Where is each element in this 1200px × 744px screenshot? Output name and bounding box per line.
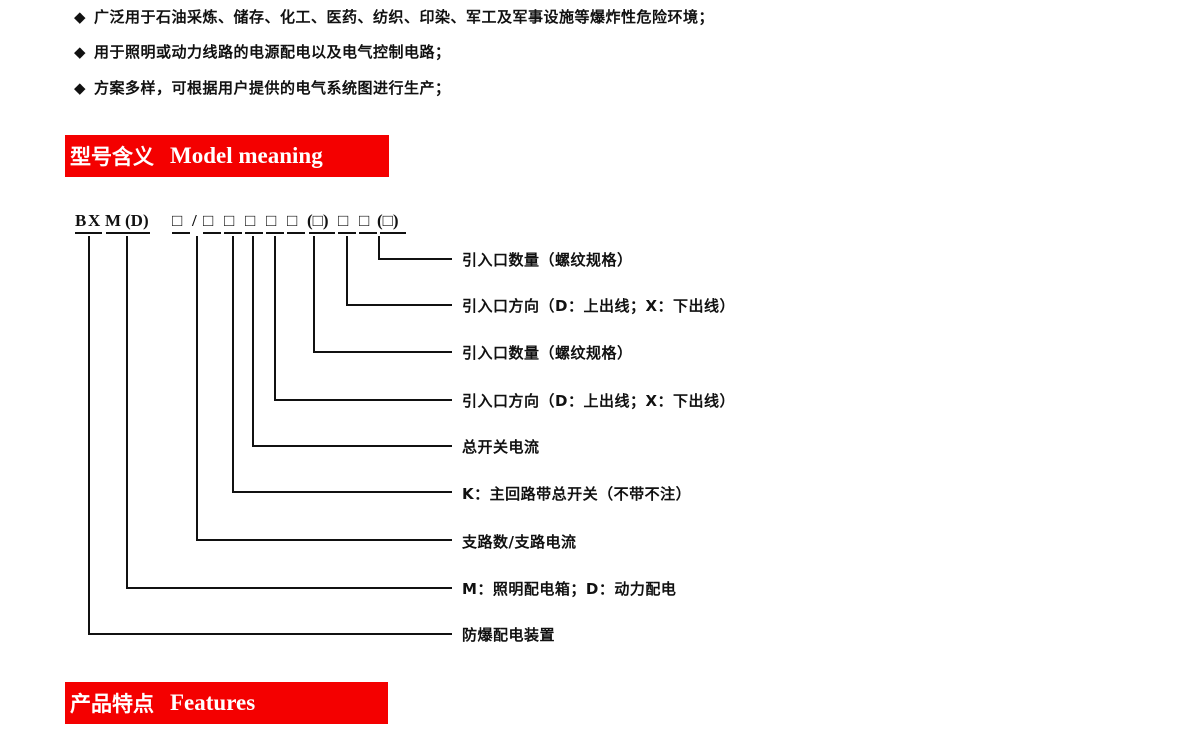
features-title-en: Features [170, 690, 256, 715]
bullet-item-2: ◆用于照明或动力线路的电源配电以及电气控制电路； [74, 43, 451, 61]
diamond-bullet-icon: ◆ [74, 8, 87, 26]
code-m: M [105, 211, 122, 230]
code-box-direction-2b: □ [359, 211, 370, 230]
label-inlet-quantity-1: 引入口数量（螺纹规格） [462, 344, 633, 362]
code-box-direction-1b: □ [287, 211, 298, 230]
label-main-switch-current: 总开关电流 [462, 438, 540, 456]
code-box-direction-2: □ [338, 211, 349, 230]
code-d: (D) [125, 211, 149, 230]
features-banner: 产品特点 Features [65, 682, 388, 724]
bullet-item-3: ◆方案多样，可根据用户提供的电气系统图进行生产； [74, 79, 451, 97]
model-meaning-title-en: Model meaning [170, 143, 323, 168]
label-main-switch: K：主回路带总开关（不带不注） [462, 485, 692, 503]
code-box-main-current: □ [245, 211, 256, 230]
code-paren-box-1: (□) [307, 211, 329, 230]
code-box-direction-1: □ [266, 211, 277, 230]
label-inlet-direction-1: 引入口方向（D：上出线；X：下出线） [462, 392, 736, 410]
code-b: B [75, 211, 87, 230]
code-box-k: □ [224, 211, 235, 230]
features-title-cn: 产品特点 [70, 692, 154, 716]
code-box-current: □ [203, 211, 214, 230]
label-explosion-proof: 防爆配电装置 [462, 626, 556, 644]
label-inlet-quantity-2: 引入口数量（螺纹规格） [462, 251, 633, 269]
code-slash: / [192, 211, 197, 230]
model-meaning-title-cn: 型号含义 [70, 145, 154, 169]
code-x: X [88, 211, 101, 230]
label-branch-count: 支路数/支路电流 [462, 533, 577, 551]
bullet-item-1: ◆广泛用于石油采炼、储存、化工、医药、纺织、印染、军工及军事设施等爆炸性危险环境… [74, 8, 715, 26]
code-paren-box-2: (□) [377, 211, 399, 230]
code-box-branch: □ [172, 211, 183, 230]
label-box-type: M：照明配电箱；D：动力配电 [462, 580, 677, 598]
diamond-bullet-icon: ◆ [74, 79, 87, 97]
label-inlet-direction-2: 引入口方向（D：上出线；X：下出线） [462, 297, 736, 315]
model-meaning-banner: 型号含义 Model meaning [65, 135, 389, 177]
diamond-bullet-icon: ◆ [74, 43, 87, 61]
